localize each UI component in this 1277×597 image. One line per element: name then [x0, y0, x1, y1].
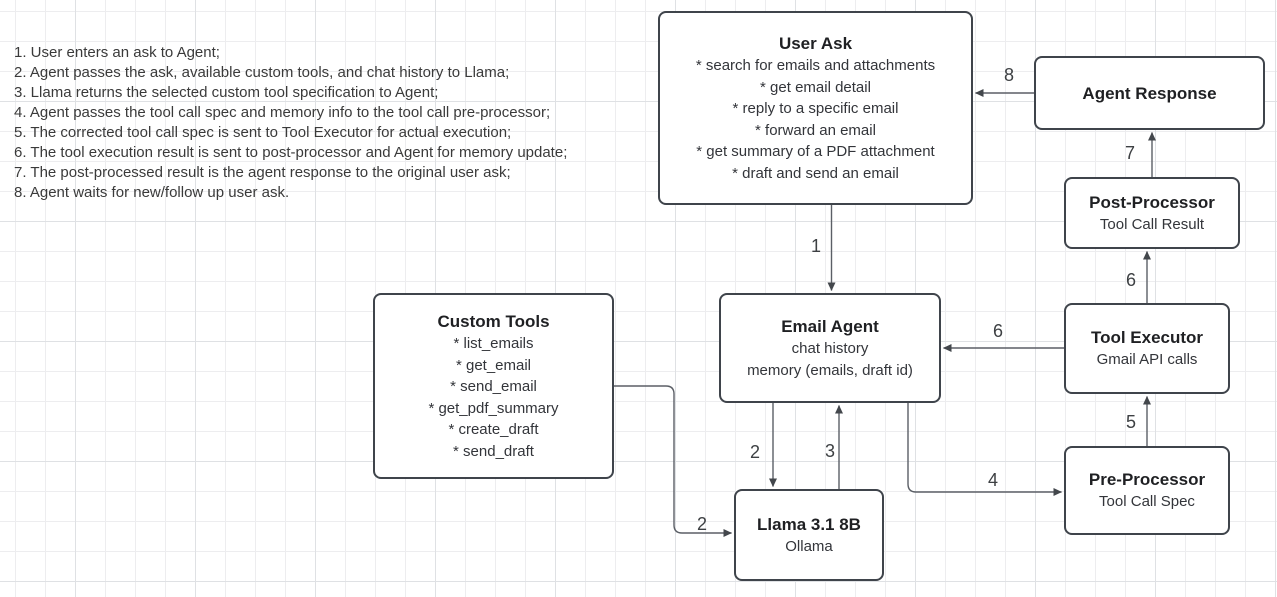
tool-executor-node: Tool Executor Gmail API calls [1064, 303, 1230, 394]
edge-label-5: 5 [1126, 412, 1136, 432]
email-agent-node: Email Agent chat history memory (emails,… [719, 293, 941, 403]
custom-tools-item: * get_email [455, 356, 532, 374]
user-ask-node: User Ask * search for emails and attachm… [658, 11, 973, 205]
edge-label-6-left: 6 [993, 321, 1003, 341]
agent-response-node: Agent Response [1034, 56, 1265, 130]
llama-node: Llama 3.1 8B Ollama [734, 489, 884, 581]
edge-label-7: 7 [1125, 143, 1135, 163]
pre-processor-title: Pre-Processor [1088, 470, 1206, 490]
post-processor-title: Post-Processor [1089, 192, 1215, 212]
tool-executor-subtitle: Gmail API calls [1096, 351, 1198, 369]
note-step-1: 1. User enters an ask to Agent; [14, 44, 220, 61]
edge-label-8: 8 [1004, 65, 1014, 85]
note-step-7: 7. The post-processed result is the agen… [14, 164, 511, 181]
custom-tools-node: Custom Tools * list_emails * get_email *… [373, 293, 614, 479]
edge-label-4: 4 [988, 470, 998, 490]
arrow-step2-customtools-to-llama [614, 385, 732, 537]
user-ask-item: * search for emails and attachments [695, 57, 936, 74]
email-agent-chat-history: chat history [791, 340, 869, 357]
email-agent-title: Email Agent [781, 317, 879, 336]
llama-title: Llama 3.1 8B [757, 514, 861, 534]
pre-processor-subtitle: Tool Call Spec [1099, 493, 1195, 511]
post-processor-node: Post-Processor Tool Call Result [1064, 177, 1240, 249]
edge-label-6-up: 6 [1126, 270, 1136, 290]
user-ask-title: User Ask [778, 34, 853, 53]
note-step-2: 2. Agent passes the ask, available custo… [14, 64, 510, 81]
tool-executor-title: Tool Executor [1090, 328, 1204, 348]
user-ask-item: * reply to a specific email [732, 100, 899, 117]
note-step-8: 8. Agent waits for new/follow up user as… [14, 184, 290, 201]
edge-label-2-agent: 2 [750, 442, 760, 462]
post-processor-subtitle: Tool Call Result [1099, 215, 1205, 233]
llama-subtitle: Ollama [785, 537, 833, 555]
custom-tools-item: * send_email [450, 378, 537, 395]
note-step-4: 4. Agent passes the tool call spec and m… [14, 104, 551, 121]
note-step-5: 5. The corrected tool call spec is sent … [14, 124, 512, 141]
custom-tools-item: * send_draft [453, 442, 534, 460]
user-ask-item: * get summary of a PDF attachment [696, 143, 935, 160]
edge-label-1: 1 [811, 236, 821, 256]
custom-tools-title: Custom Tools [437, 312, 550, 331]
user-ask-item: * draft and send an email [732, 164, 899, 182]
pre-processor-node: Pre-Processor Tool Call Spec [1064, 446, 1230, 535]
edge-label-2-tools: 2 [697, 514, 707, 534]
note-step-3: 3. Llama returns the selected custom too… [14, 84, 439, 101]
edge-label-3: 3 [825, 441, 835, 461]
custom-tools-item: * list_emails [453, 335, 534, 352]
flow-steps-legend: 1. User enters an ask to Agent; 2. Agent… [14, 43, 567, 203]
custom-tools-item: * get_pdf_summary [428, 399, 559, 417]
custom-tools-item: * create_draft [448, 421, 539, 438]
arrow-step4-emailagent-to-preprocessor [907, 403, 1062, 496]
note-step-6: 6. The tool execution result is sent to … [14, 144, 568, 161]
user-ask-item: * forward an email [755, 121, 876, 139]
user-ask-item: * get email detail [760, 78, 871, 96]
agent-response-title: Agent Response [1082, 83, 1217, 103]
email-agent-memory: memory (emails, draft id) [747, 361, 913, 379]
